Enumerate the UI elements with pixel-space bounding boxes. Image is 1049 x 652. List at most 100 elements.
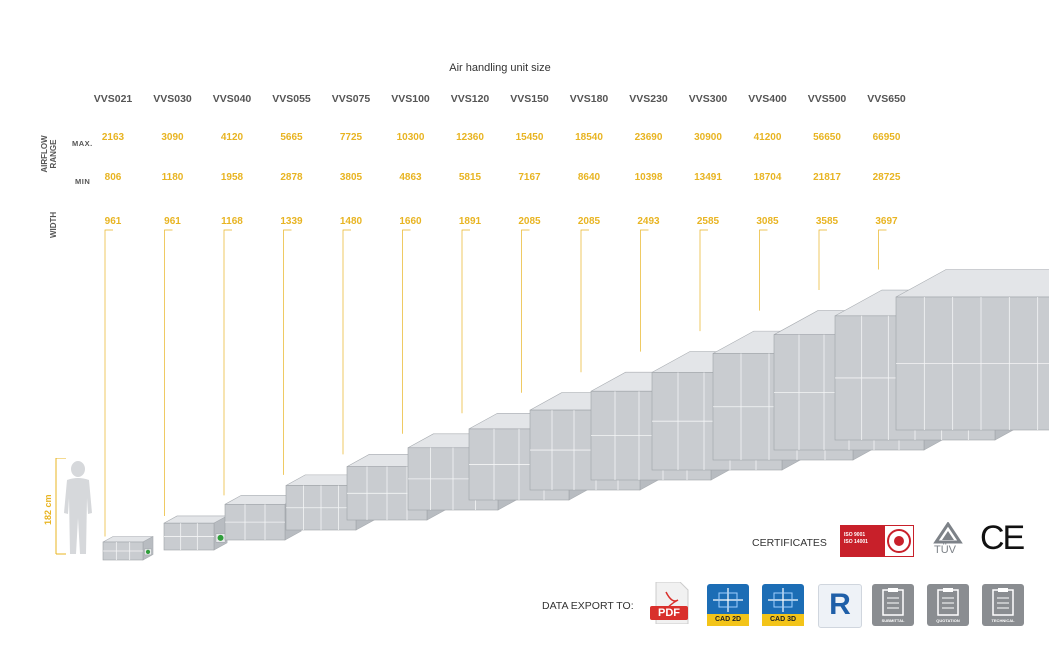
unit-model-header: VVS300	[688, 93, 728, 105]
width-leader-line	[580, 229, 589, 373]
airflow-min-value: 4863	[399, 172, 422, 183]
submittal-export-button[interactable]: SUBMITTAL	[872, 584, 914, 626]
tuv-certificate-badge: TÜV	[932, 522, 964, 558]
airflow-min-value: 1958	[220, 172, 244, 183]
unit-width-value: 1891	[458, 216, 482, 227]
data-export-label: DATA EXPORT TO:	[542, 600, 634, 612]
person-silhouette-icon	[64, 461, 92, 554]
revit-export-button[interactable]: R	[818, 584, 862, 628]
airflow-min-value: 2878	[280, 172, 303, 183]
unit-model-header: VVS075	[331, 93, 371, 105]
width-leader-line	[878, 229, 887, 270]
unit-model-header: VVS500	[807, 93, 847, 105]
width-leader-line	[461, 229, 470, 414]
airflow-min-value: 28725	[872, 172, 901, 183]
air-handling-unit	[895, 269, 1049, 431]
airflow-max-value: 41200	[753, 132, 782, 143]
airflow-min-value: 1180	[161, 172, 184, 183]
airflow-max-value: 7725	[339, 132, 363, 143]
airflow-min-value: 3805	[339, 172, 363, 183]
tuv-triangle-icon	[933, 522, 963, 544]
iso-line-2: ISO 14001	[844, 539, 868, 545]
airflow-max-value: 18540	[575, 132, 603, 143]
width-leader-line	[402, 229, 411, 434]
airflow-max-value: 56650	[813, 132, 841, 143]
airflow-max-value: 2163	[101, 132, 125, 143]
airflow-min-value: 10398	[634, 172, 663, 183]
airflow-min-value: 7167	[518, 172, 541, 183]
cad3d-label: CAD 3D	[769, 616, 797, 623]
person-height-bracket	[55, 458, 66, 555]
air-handling-unit	[102, 535, 154, 561]
airflow-min-value: 806	[104, 172, 122, 183]
airflow-max-value: 23690	[634, 132, 663, 143]
unit-model-header: VVS021	[93, 93, 133, 105]
unit-width-value: 1660	[399, 216, 422, 227]
width-leader-line	[283, 229, 292, 475]
revit-icon: R	[829, 588, 851, 621]
unit-width-value: 3585	[815, 216, 839, 227]
unit-width-value: 1339	[280, 216, 303, 227]
airflow-max-value: 10300	[396, 132, 425, 143]
max-label: MAX.	[72, 139, 93, 148]
clipboard-icon	[992, 588, 1014, 616]
cad2d-export-button[interactable]: CAD 2D	[707, 584, 749, 626]
width-leader-line	[223, 229, 232, 496]
cad3d-export-button[interactable]: CAD 3D	[762, 584, 804, 626]
width-leader-line	[759, 229, 768, 311]
airflow-max-value: 12360	[456, 132, 484, 143]
person-height-label: 182 cm	[43, 494, 53, 525]
airflow-min-value: 21817	[813, 172, 841, 183]
airflow-max-value: 5665	[280, 132, 303, 143]
unit-width-value: 2493	[637, 216, 660, 227]
airflow-max-value: 4120	[220, 132, 244, 143]
tuv-text: TÜV	[934, 544, 956, 556]
unit-model-header: VVS650	[867, 93, 906, 105]
unit-model-header: VVS120	[450, 93, 490, 105]
width-leader-line	[699, 229, 708, 332]
certificates-label: CERTIFICATES	[752, 537, 827, 549]
technical-export-button[interactable]: TECHNICAL	[982, 584, 1024, 626]
airflow-max-value: 15450	[515, 132, 544, 143]
airflow-min-value: 13491	[694, 172, 722, 183]
unit-width-value: 2585	[696, 216, 720, 227]
unit-width-value: 3697	[875, 216, 898, 227]
iso-seal-icon	[887, 529, 911, 553]
width-leader-line	[164, 229, 173, 516]
unit-model-header: VVS400	[748, 93, 787, 105]
unit-model-header: VVS030	[153, 93, 192, 105]
airflow-min-value: 8640	[577, 172, 601, 183]
min-label: MIN	[75, 177, 91, 186]
unit-width-value: 961	[104, 216, 122, 227]
iso-line-1: ISO 9001	[844, 532, 866, 538]
unit-width-value: 3085	[756, 216, 779, 227]
submittal-label: SUBMITTAL	[881, 618, 905, 623]
air-handling-unit	[163, 515, 228, 551]
pdf-label: PDF	[658, 607, 680, 619]
pdf-file-icon	[650, 582, 689, 624]
unit-width-value: 961	[164, 216, 181, 227]
unit-model-header: VVS150	[510, 93, 549, 105]
unit-width-value: 1168	[221, 216, 243, 227]
unit-model-header: VVS100	[391, 93, 430, 105]
airflow-max-value: 3090	[161, 132, 184, 143]
airflow-min-value: 5815	[458, 172, 482, 183]
width-leader-line	[640, 229, 649, 352]
unit-width-value: 2085	[518, 216, 541, 227]
unit-model-header: VVS230	[629, 93, 668, 105]
quotation-label: QUOTATION	[936, 618, 960, 623]
unit-width-value: 2085	[577, 216, 601, 227]
clipboard-icon	[882, 588, 904, 616]
unit-model-header: VVS040	[212, 93, 252, 105]
width-leader-line	[818, 229, 827, 291]
cad-3d-icon	[762, 588, 804, 626]
cad-2d-icon	[707, 588, 749, 626]
iso-certificate-badge: ISO 9001 ISO 14001	[840, 525, 914, 557]
ce-mark: CE	[980, 519, 1025, 557]
pdf-export-button[interactable]: PDF	[650, 582, 692, 624]
width-leader-line	[521, 229, 530, 393]
quotation-export-button[interactable]: QUOTATION	[927, 584, 969, 626]
unit-model-header: VVS055	[272, 93, 311, 105]
chart-title: Air handling unit size	[449, 62, 551, 74]
